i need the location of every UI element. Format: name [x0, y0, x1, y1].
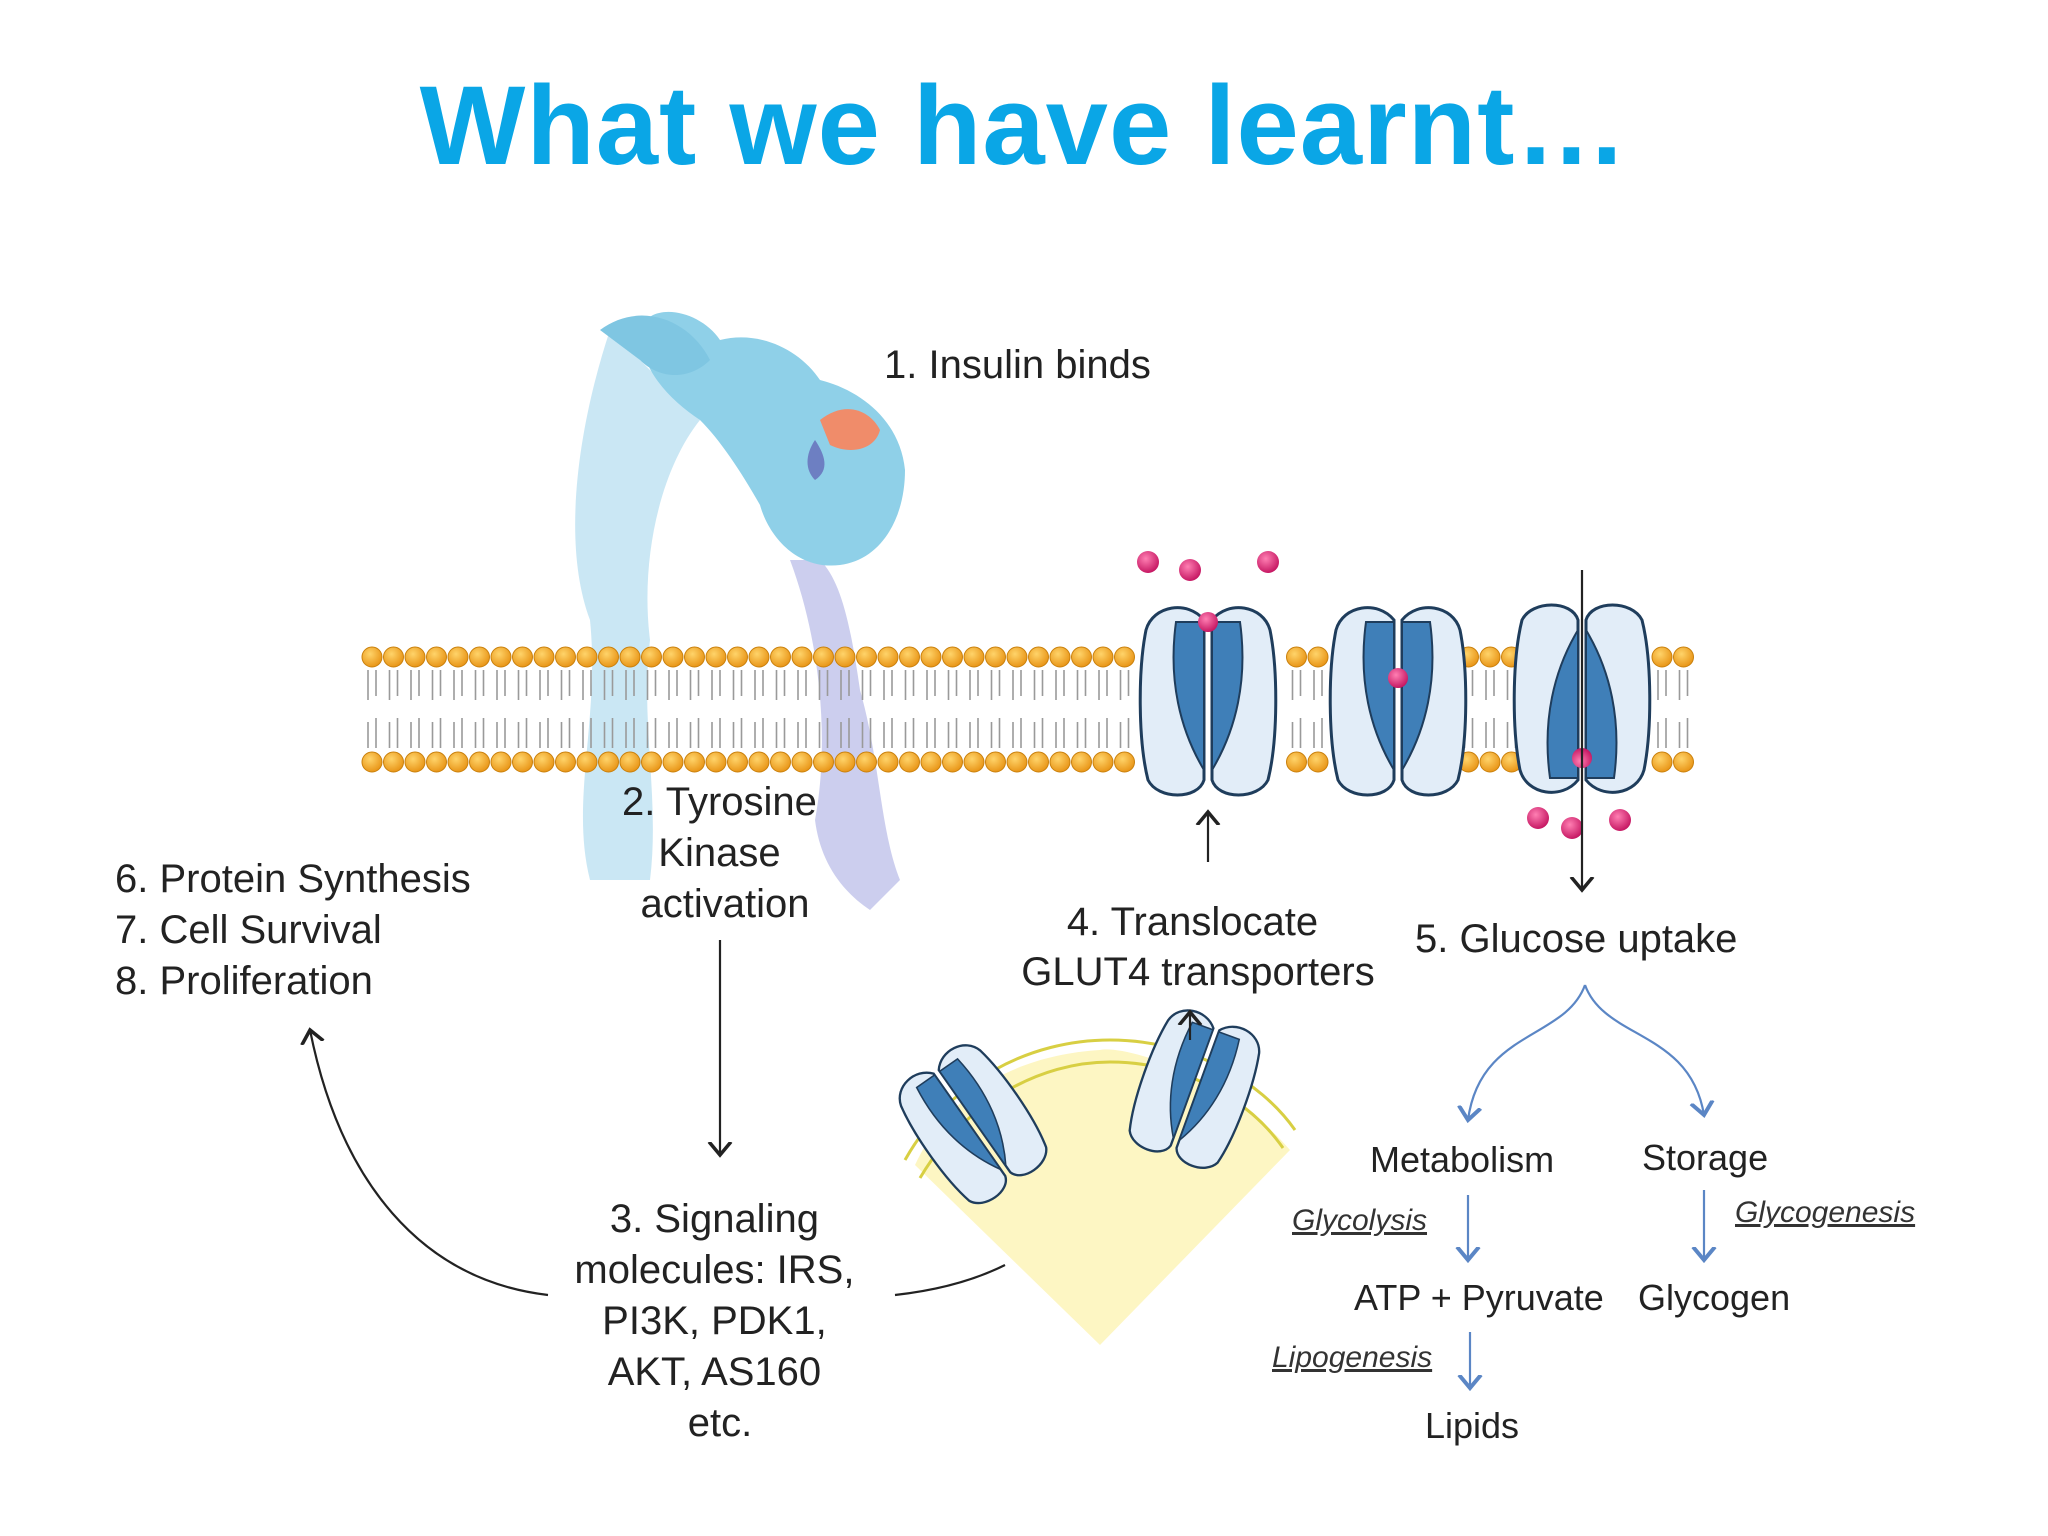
label-glycogen: Glycogen: [1638, 1277, 1790, 1318]
cell-membrane: [361, 646, 1694, 773]
arrow-to-storage: [1583, 984, 1704, 1115]
glucose-molecules: [1137, 551, 1631, 839]
label-signaling-molecules: 3. Signaling molecules: IRS, PI3K, PDK1,…: [574, 1197, 865, 1445]
label-metabolism: Metabolism: [1370, 1139, 1554, 1180]
glut4-vesicle: [886, 1001, 1297, 1345]
label-tyrosine-kinase: 2. Tyrosine Kinase activation: [622, 780, 828, 926]
label-translocate-glut4: 4. Translocate GLUT4 transporters: [1021, 900, 1374, 994]
arrow-step3-to-step678: [310, 1030, 549, 1297]
insulin-receptor: [575, 311, 905, 910]
arrow-to-metabolism: [1468, 984, 1587, 1120]
label-glycolysis: Glycolysis: [1292, 1204, 1427, 1237]
line-step3-to-vesicle: [894, 1264, 1006, 1297]
slide-title: What we have learnt…: [419, 63, 1629, 188]
fate-arrows: [1468, 984, 1704, 1388]
label-storage: Storage: [1642, 1137, 1768, 1178]
label-lipids: Lipids: [1425, 1405, 1519, 1446]
label-insulin-binds: 1. Insulin binds: [884, 343, 1151, 387]
label-downstream-outcomes: 6. Protein Synthesis 7. Cell Survival 8.…: [115, 857, 482, 1003]
glut4-transporter-occluded: [1328, 606, 1468, 797]
label-atp-pyruvate: ATP + Pyruvate: [1354, 1277, 1604, 1318]
insulin-molecule: [820, 409, 880, 450]
label-lipogenesis: Lipogenesis: [1272, 1341, 1432, 1374]
glut4-transporter-open-out: [1138, 606, 1278, 797]
label-glycogenesis: Glycogenesis: [1735, 1196, 1915, 1229]
pathway-arrows: [310, 570, 1582, 1297]
label-glucose-uptake: 5. Glucose uptake: [1415, 917, 1737, 961]
